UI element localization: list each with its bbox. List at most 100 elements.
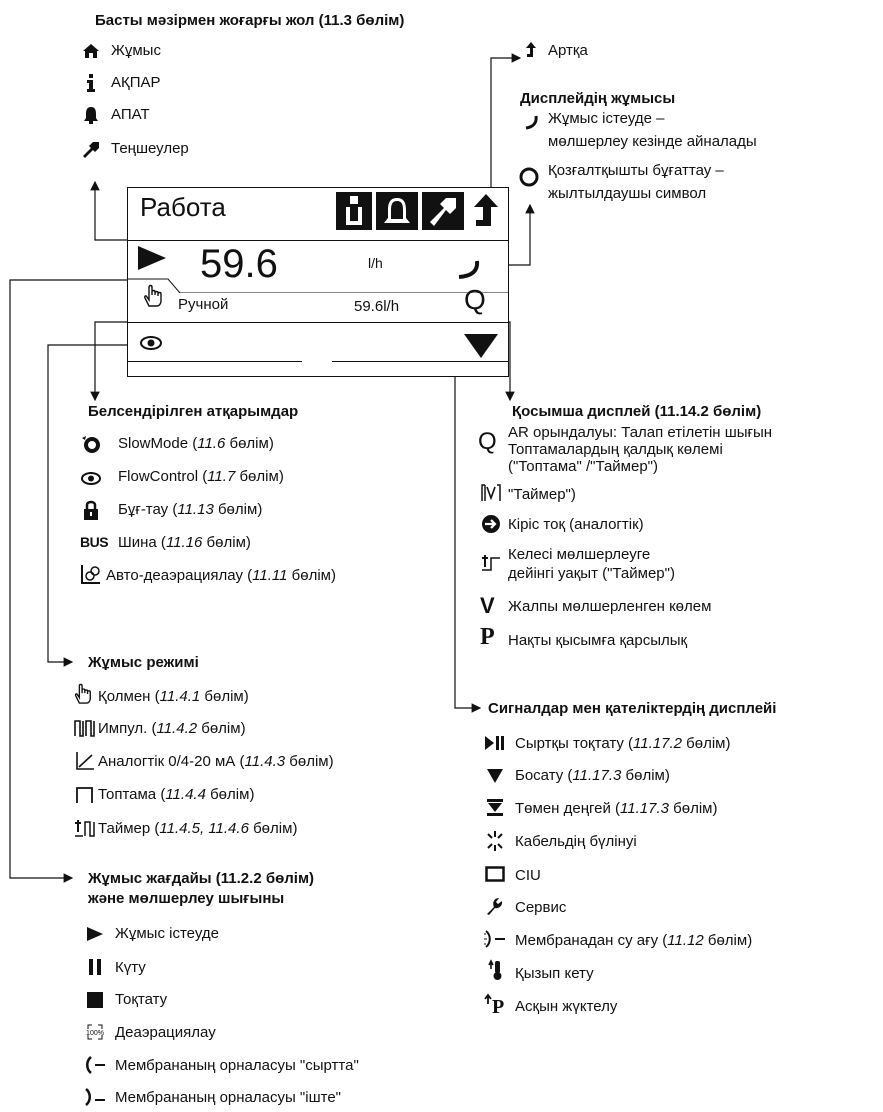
display-ops-line: Қозғалтқышты бұғаттау –: [548, 162, 724, 179]
alarm-item: Кабельдің бүлінуі: [515, 833, 637, 850]
alarm-item: Асқын жүктелу: [515, 998, 618, 1015]
display-ops-line: мөлшерлеу кезінде айналады: [548, 133, 757, 150]
secondary-display-item: "Таймер"): [508, 486, 576, 503]
v-icon: V: [480, 593, 495, 618]
activated-function-item: Шина (11.16 бөлім): [118, 534, 251, 551]
service-icon: [484, 896, 506, 916]
operating-mode-item: Топтама (11.4.4 бөлім): [98, 786, 255, 803]
text-span: бөлім: [201, 720, 241, 737]
q-icon: Q: [478, 428, 497, 455]
top-menu-item-label: АПАТ: [111, 106, 150, 123]
operating-mode-item: Қолмен (11.4.1 бөлім): [98, 688, 249, 705]
bus-icon: BUS: [80, 534, 109, 550]
text-span: бөлім: [707, 932, 748, 949]
activated-functions-heading: Белсендірілген атқарымдар: [88, 403, 299, 420]
analog-icon: [74, 751, 96, 771]
text-span: 11.4.1: [159, 688, 201, 705]
operating-state-item: Деаэрациялау: [115, 1024, 216, 1041]
operating-state-item: Күту: [115, 959, 146, 976]
alarm-item: Сыртқы тоқтату (11.17.2 бөлім): [515, 735, 731, 752]
empty-signal-icon: [484, 766, 506, 786]
svg-text:P: P: [492, 996, 504, 1015]
p-icon: P: [480, 624, 495, 650]
text-span: Төмен деңгей: [515, 800, 611, 817]
alarm-item: Төмен деңгей (11.17.3 бөлім): [515, 800, 718, 817]
running-icon: [84, 924, 106, 944]
text-span: бөлім: [253, 820, 293, 837]
text-span: Топтама: [98, 786, 157, 803]
operating-state-heading: Жұмыс жағдайы (11.2.2 бөлім): [88, 870, 315, 887]
batch-icon: [74, 785, 96, 805]
stop-icon: [84, 990, 106, 1010]
input-current-icon: [480, 514, 502, 534]
screen-back-icon: [468, 192, 504, 230]
text-span: 11.6: [197, 435, 226, 452]
text-span: бөлім: [291, 567, 331, 584]
lock-icon: [80, 500, 102, 520]
text-span: Таймер: [98, 820, 151, 837]
text-span: Топтамалардың қалдық көлемі: [508, 441, 723, 458]
screen-settings-icon: [422, 192, 464, 230]
diaphragm-leak-icon: [484, 929, 506, 949]
pulse-icon: [74, 718, 96, 738]
text-span: 11.4.4: [165, 786, 206, 803]
next-dose-time-icon: [480, 552, 502, 572]
text-span: Қолмен: [98, 688, 151, 705]
text-span: бөлім: [239, 468, 279, 485]
text-span: 11.17.3: [572, 767, 622, 784]
text-span: Шина: [118, 534, 157, 551]
text-span: 11.12: [667, 932, 704, 949]
display-ops-heading: Дисплейдің жұмысы: [520, 90, 676, 107]
standby-icon: [84, 957, 106, 977]
overheat-icon: [484, 959, 506, 980]
text-span: 11.13: [177, 501, 214, 518]
settings-wrench-icon: [80, 139, 102, 159]
overload-icon: P: [484, 993, 506, 1015]
timer-volume-icon: [480, 483, 502, 503]
external-stop-icon: [484, 733, 506, 753]
text-span: дейінгі уақыт ("Таймер"): [508, 565, 675, 582]
alarms-heading: Сигналдар мен қателіктердің дисплейі: [488, 700, 777, 717]
top-menu-item-label: АҚПАР: [111, 74, 161, 91]
alarm-item: Мембранадан су ағу (11.12 бөлім): [515, 932, 753, 949]
text-span: 11.7: [207, 468, 236, 485]
activated-function-item: Авто-деаэрациялау (11.11 бөлім): [106, 567, 336, 584]
secondary-display-item: Жалпы мөлшерленген көлем: [508, 598, 712, 615]
text-span: Авто-деаэрациялау: [106, 567, 243, 584]
screen-empty-icon: [464, 334, 498, 363]
svg-text:100%: 100%: [86, 1030, 104, 1037]
motor-lock-circle-icon: [518, 167, 540, 187]
activated-function-item: Бұғ-тау (11.13 бөлім): [118, 501, 263, 518]
text-span: Мембранадан су ағу: [515, 932, 659, 949]
screen-eye-icon: [140, 336, 162, 355]
top-menu-item-label: Теңшеулер: [111, 140, 189, 157]
secondary-display-item: AR орындалуы: Талап етілетін шығын Топта…: [508, 424, 772, 475]
text-span: бөлім: [217, 501, 258, 518]
info-icon: [80, 73, 102, 93]
text-span: бөлім: [686, 735, 726, 752]
alarm-item: Босату (11.17.3 бөлім): [515, 767, 670, 784]
text-span: 11.17.2: [633, 735, 682, 752]
operating-state-heading-2: және мөлшерлеу шығыны: [88, 890, 285, 907]
text-span: 11.4.2: [156, 720, 198, 737]
activated-function-item: FlowControl (11.7 бөлім): [118, 468, 284, 485]
device-screen: Работа 59.6 l/h Ручной 59.6l/h Q: [127, 187, 509, 377]
operating-mode-item: Таймер (11.4.5, 11.4.6 бөлім): [98, 820, 298, 837]
operating-mode-item: Аналогтік 0/4-20 мА (11.4.3 бөлім): [98, 753, 334, 770]
alarm-item: CIU: [515, 867, 541, 884]
text-span: AR орындалуы: Талап етілетін шығын: [508, 424, 773, 441]
text-span: Аналогтік 0/4-20 мА: [98, 753, 236, 770]
secondary-display-heading: Қосымша дисплей (11.14.2 бөлім): [512, 403, 762, 420]
back-label: Артқа: [548, 42, 588, 59]
screen-secondary-symbol: Q: [464, 284, 486, 315]
operating-state-item: Тоқтату: [115, 991, 168, 1008]
screen-unit: l/h: [368, 255, 383, 271]
text-span: бөлім: [289, 753, 329, 770]
text-span: Келесі мөлшерлеуге: [508, 546, 651, 563]
diaphragm-in-icon: [84, 1087, 106, 1107]
rotating-arc-icon: [520, 112, 542, 132]
ciu-icon: [484, 864, 506, 884]
alarm-bell-icon: [80, 105, 102, 125]
top-menu-heading: Басты мәзірмен жоғарғы жол (11.3 бөлім): [95, 12, 405, 29]
activated-function-item: SlowMode (11.6 бөлім): [118, 435, 274, 452]
